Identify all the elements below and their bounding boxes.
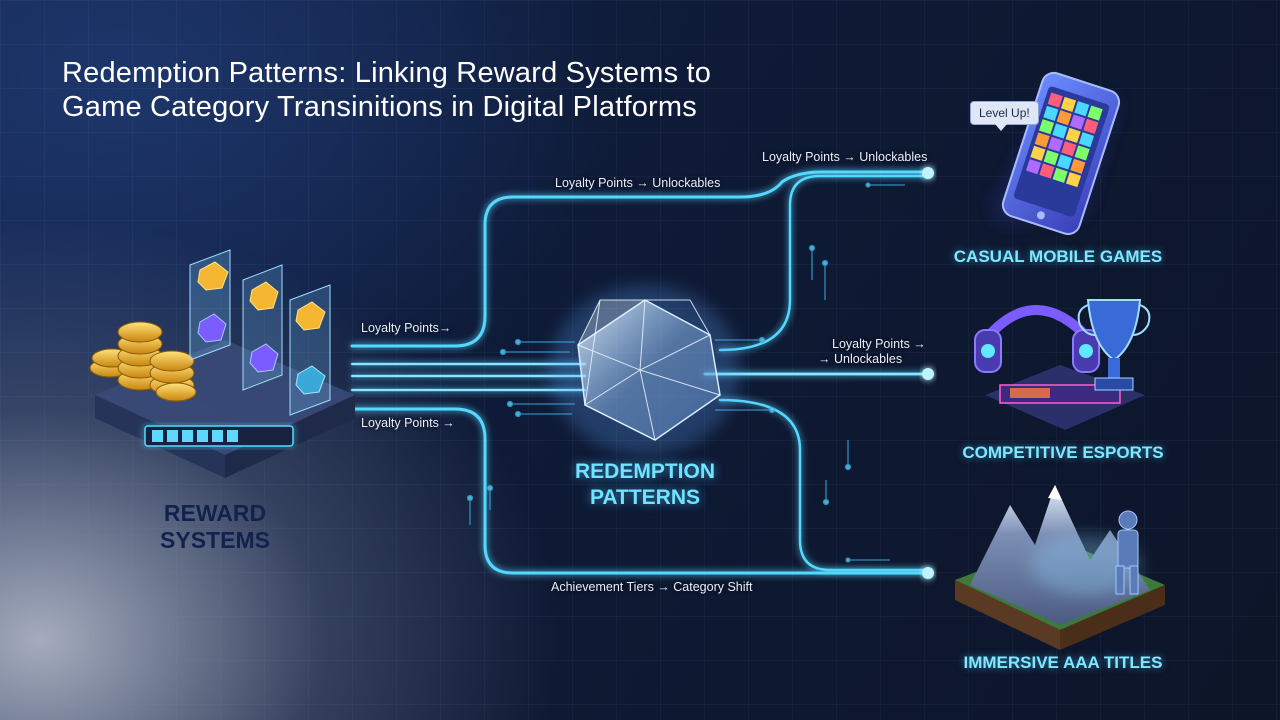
title-line-2: Game Category Transinitions in Digital P… xyxy=(62,91,697,123)
endpoint-dots xyxy=(922,167,934,579)
coin-stack-icon xyxy=(89,321,197,402)
edge-label-top-center: Loyalty Points → Unlockables xyxy=(555,176,721,190)
level-up-badge: Level Up! xyxy=(970,101,1039,131)
redemption-patterns-label: REDEMPTION PATTERNS xyxy=(530,459,760,511)
aaa-titles-label: IMMERSIVE AAA TITLES xyxy=(963,653,1163,672)
circuit-traces xyxy=(466,182,905,563)
edge-label-bottom-center: Achievement Tiers → Category Shift xyxy=(551,580,753,594)
crystal-hub-icon xyxy=(550,285,740,455)
endpoint-aaa xyxy=(922,567,934,579)
headset-trophy-icon xyxy=(974,299,1151,430)
reward-systems-label: REWARD SYSTEMS xyxy=(120,500,310,554)
smartphone-game-icon xyxy=(990,71,1121,236)
edge-label-mid-right-1: Loyalty Points → xyxy=(832,337,926,351)
edge-label-left-lower: Loyalty Points → xyxy=(361,416,455,430)
page-title: Redemption Patterns: Linking Reward Syst… xyxy=(62,56,862,124)
badge-cards-icon xyxy=(189,249,331,416)
reward-systems-label-line-2: SYSTEMS xyxy=(160,527,270,553)
esports-label: COMPETITIVE ESPORTS xyxy=(962,443,1164,462)
flow-left-lower xyxy=(350,407,930,575)
title-line-1: Redemption Patterns: Linking Reward Syst… xyxy=(62,57,712,89)
casual-mobile-label: CASUAL MOBILE GAMES xyxy=(953,247,1163,266)
redemption-patterns-label-line-2: PATTERNS xyxy=(589,486,701,509)
edge-label-mid-right-2: → Unlockables xyxy=(818,352,903,366)
flow-cores xyxy=(352,363,928,391)
flow-left-upper xyxy=(350,170,930,348)
flow-hub-to-casual xyxy=(718,174,930,352)
reward-systems-label-line-1: REWARD xyxy=(163,500,267,526)
edge-label-left-upper: Loyalty Points→ xyxy=(361,321,452,335)
mountain-warrior-icon xyxy=(955,485,1165,650)
reward-systems-icon xyxy=(89,249,355,478)
endpoint-esports xyxy=(922,368,934,380)
redemption-patterns-label-line-1: REDEMPTION xyxy=(574,460,715,483)
endpoint-casual xyxy=(922,167,934,179)
flow-hub-to-aaa xyxy=(718,398,930,572)
edge-label-top-right: Loyalty Points → Unlockables xyxy=(762,150,928,164)
